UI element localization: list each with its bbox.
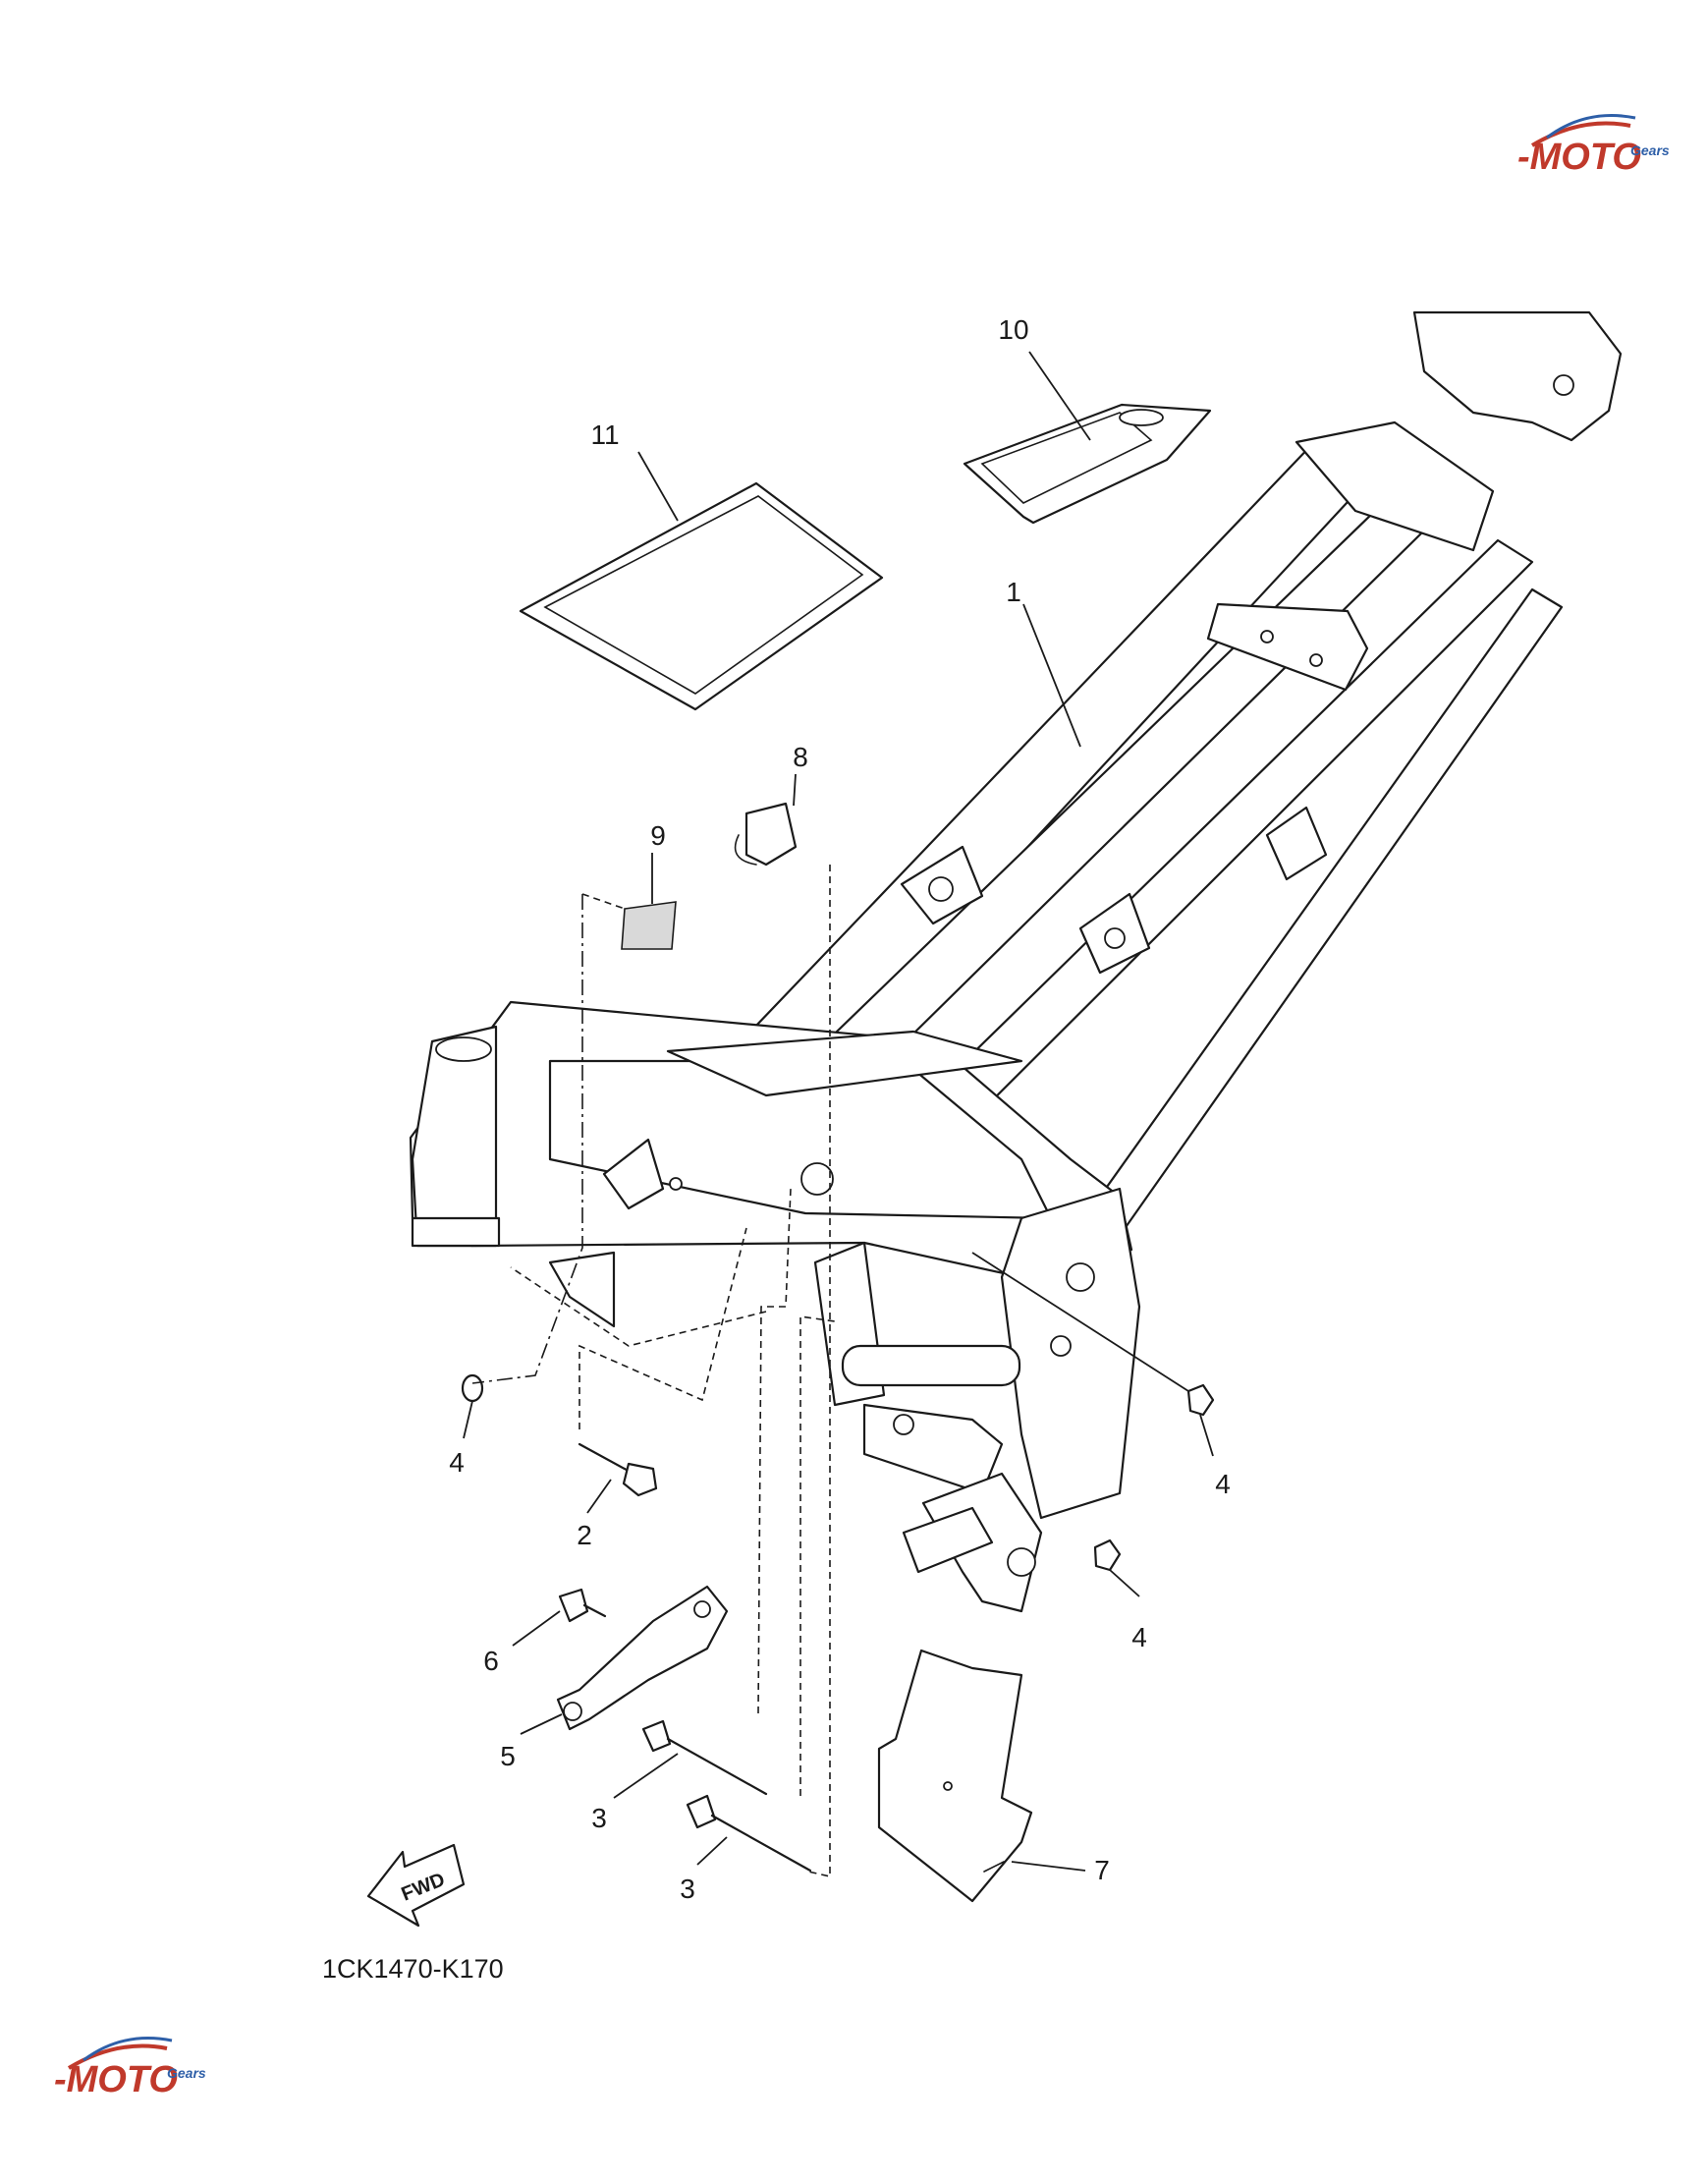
part-10-pad <box>963 403 1212 525</box>
svg-text:Gears: Gears <box>1630 142 1670 158</box>
part-4-nut-right <box>1186 1383 1215 1417</box>
callout-9: 9 <box>650 820 666 851</box>
callout-10: 10 <box>998 314 1028 345</box>
watermark-logo-bottom: -MOTO Gears <box>54 2037 206 2100</box>
part-6-bolt <box>558 1588 607 1623</box>
assembly-lines <box>471 865 1189 1878</box>
part-11-sheet <box>519 481 884 711</box>
part-2-bolt <box>578 1442 658 1497</box>
callout-8: 8 <box>793 742 808 772</box>
svg-text:Gears: Gears <box>167 2065 206 2081</box>
part-5-bracket <box>556 1585 729 1731</box>
callout-11: 11 <box>590 420 619 450</box>
callout-3-upper: 3 <box>591 1803 607 1833</box>
part-9-label <box>621 901 677 950</box>
part-4-nut-left <box>461 1373 484 1403</box>
callout-1: 1 <box>1006 577 1021 607</box>
callout-6: 6 <box>483 1646 499 1676</box>
part-1-frame <box>409 310 1623 1613</box>
callout-3-lower: 3 <box>680 1874 695 1904</box>
watermark-logo-top: -MOTO Gears <box>1517 114 1670 178</box>
callout-4-left: 4 <box>449 1447 465 1478</box>
diagram-code: 1CK1470-K170 <box>322 1954 504 1984</box>
svg-text:-MOTO: -MOTO <box>1517 137 1641 178</box>
callout-7: 7 <box>1094 1855 1110 1885</box>
part-8-clamp <box>734 802 798 867</box>
part-4-nut-lower <box>1093 1539 1122 1572</box>
callout-2: 2 <box>577 1520 592 1550</box>
callout-4-right: 4 <box>1215 1469 1231 1499</box>
fwd-arrow: FWD <box>366 1843 466 1928</box>
leader-lines <box>463 351 1214 1872</box>
callout-4-lower: 4 <box>1131 1622 1147 1652</box>
callout-5: 5 <box>500 1741 516 1771</box>
part-7-plate <box>877 1649 1033 1903</box>
part-3-bolt-upper <box>641 1719 768 1796</box>
part-3-bolt-lower <box>686 1794 812 1873</box>
svg-text:-MOTO: -MOTO <box>54 2059 178 2100</box>
